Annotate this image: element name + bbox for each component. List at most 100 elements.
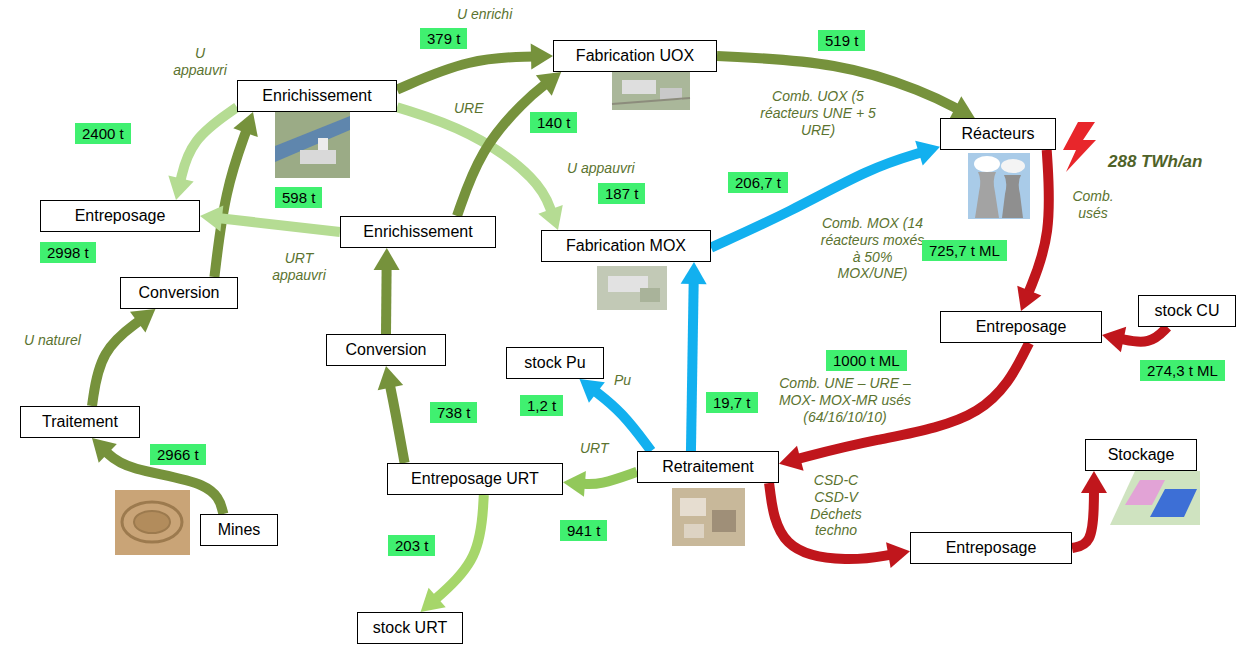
photo-tower [1002, 175, 1023, 218]
box-label: Entreposage [921, 538, 1061, 558]
arrow-head [374, 248, 400, 270]
energy-output: 288 TWh/an [1108, 152, 1202, 172]
flow-arrow [180, 107, 237, 183]
photo-tower [975, 172, 999, 218]
mine-photo [115, 490, 190, 555]
arrow-head [1102, 327, 1126, 352]
flow-note: URT [578, 440, 611, 457]
box-label: Traitement [31, 412, 129, 432]
arrow-head [681, 262, 707, 284]
box-label: stock Pu [517, 353, 593, 373]
cooling-towers-photo [968, 153, 1030, 219]
enrichment-plant-photo [275, 110, 350, 178]
box-label: Fabrication MOX [552, 236, 700, 256]
flow-note: Comb. MOX (14 réacteurs moxés à 50% MOX/… [815, 215, 930, 282]
box-label: stock URT [368, 618, 452, 638]
flow-arrow [581, 472, 637, 484]
process-box: Entreposage [910, 532, 1072, 564]
process-box: Entreposage [40, 200, 200, 232]
process-box: Conversion [326, 334, 446, 366]
flow-quantity: 2400 t [75, 123, 131, 144]
flow-arrow [397, 56, 535, 89]
process-box: Conversion [120, 277, 238, 309]
flow-quantity: 19,7 t [706, 392, 758, 413]
arrow-head [1017, 286, 1041, 311]
flow-quantity: 738 t [430, 402, 477, 423]
flow-note: U enrichi [455, 6, 514, 23]
flow-note: Pu [612, 372, 633, 389]
flow-quantity: 1000 t ML [826, 350, 907, 371]
photo-ground [612, 72, 690, 110]
box-label: Entreposage URT [398, 469, 552, 489]
process-box: Entreposage [940, 311, 1102, 343]
photo-steam [974, 156, 1000, 172]
box-label: Mines [211, 520, 267, 540]
arrow-head [915, 141, 940, 166]
flow-note: U appauvri [170, 45, 230, 79]
process-box: Stockage [1085, 439, 1197, 471]
flow-note: Comb. usés [1068, 188, 1118, 222]
flow-note: CSD-C CSD-V Déchets techno [805, 472, 867, 539]
flow-arrow [92, 319, 141, 406]
flow-quantity: 206,7 t [728, 172, 788, 193]
box-label: Entreposage [51, 206, 189, 226]
process-box: Retraitement [637, 451, 779, 483]
flow-quantity: 379 t [420, 28, 467, 49]
photo-pit [122, 502, 182, 542]
flow-arrow [1028, 150, 1049, 295]
process-box: stock Pu [506, 347, 604, 379]
photo-building [684, 524, 704, 538]
photo-ground [672, 488, 745, 546]
flow-arrow [381, 266, 392, 334]
flow-arrow [434, 495, 484, 600]
photo-ground [597, 266, 667, 310]
uox-plant-photo [612, 72, 690, 110]
arrow-head [538, 205, 562, 230]
photo-building [712, 510, 736, 532]
box-label: Enrichissement [248, 86, 386, 106]
flow-quantity: 941 t [560, 520, 607, 541]
photo-road [612, 98, 690, 104]
arrow-head [421, 588, 446, 612]
process-box: Enrichissement [340, 216, 496, 248]
disposal-site-picture [1110, 471, 1200, 525]
process-box: Fabrication UOX [553, 40, 717, 72]
box-label: Conversion [131, 283, 227, 303]
photo-building [640, 288, 660, 302]
flow-note: U naturel [22, 332, 83, 349]
flow-arrow [217, 218, 340, 232]
picture-ground [1110, 471, 1200, 525]
flow-quantity: 598 t [275, 187, 322, 208]
mox-plant-photo [597, 266, 667, 310]
arrow-head [378, 366, 403, 390]
box-label: Réacteurs [951, 124, 1045, 144]
flow-quantity: 2966 t [150, 444, 206, 465]
box-label: Conversion [337, 340, 435, 360]
process-box: Entreposage URT [387, 463, 563, 495]
photo-building [300, 150, 336, 164]
flow-quantity: 1,2 t [520, 395, 563, 416]
flow-quantity: 519 t [818, 30, 865, 51]
process-box: Réacteurs [940, 118, 1056, 150]
flow-note: Comb. UNE – URE – MOX- MOX-MR usés (64/1… [770, 375, 920, 425]
arrow-head [233, 112, 257, 137]
arrow-head [200, 206, 223, 232]
box-label: Stockage [1096, 445, 1186, 465]
process-box: Mines [200, 514, 278, 546]
flow-quantity: 2998 t [40, 242, 96, 263]
flow-quantity: 187 t [598, 183, 645, 204]
arrow-head [886, 542, 910, 568]
flow-note: URT appauvri [262, 250, 336, 284]
photo-steam [1001, 159, 1025, 173]
flow-note: URE [452, 100, 486, 117]
process-box: Enrichissement [237, 80, 397, 112]
process-box: Fabrication MOX [541, 230, 711, 262]
process-box: stock CU [1138, 295, 1236, 327]
arrow-head [1081, 471, 1107, 493]
photo-ground [115, 490, 190, 555]
flow-arrow [691, 280, 694, 451]
flow-arrow [1072, 489, 1094, 548]
box-label: Enrichissement [351, 222, 485, 242]
box-label: Entreposage [951, 317, 1091, 337]
